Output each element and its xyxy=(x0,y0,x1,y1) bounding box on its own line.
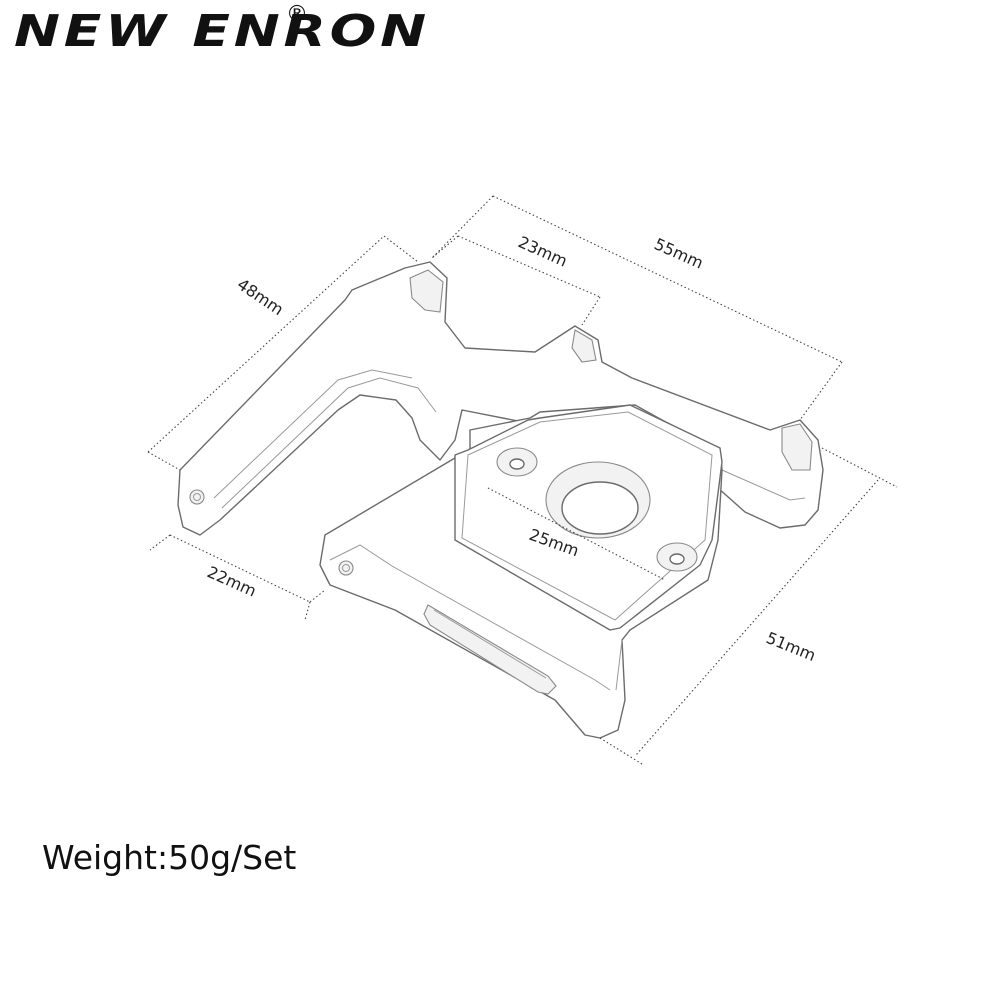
dim-line-22 xyxy=(169,534,311,603)
clamp-slot-inner xyxy=(433,609,547,679)
dim-line-51-ext-a xyxy=(821,447,898,488)
dim-line-25 xyxy=(487,487,666,581)
dim-line-48-ext-b xyxy=(383,235,419,263)
dim-line-22-ext-c xyxy=(304,601,311,621)
clamp-screw-hole-inner xyxy=(342,564,350,572)
rail-groove xyxy=(721,469,806,501)
dim-line-55 xyxy=(492,195,843,363)
mount-frame-back xyxy=(177,261,824,536)
arm-groove-lower xyxy=(213,369,413,499)
brand-logo: NEW ENRON xyxy=(14,6,426,66)
dim-line-55-ext-a xyxy=(431,195,494,259)
arm-end-screw-hole xyxy=(189,489,205,505)
dimension-lines xyxy=(147,195,898,765)
dim-label-51: 51mm xyxy=(764,628,819,665)
motor-mount-part xyxy=(177,261,824,739)
dim-line-23-ext-a xyxy=(431,235,459,259)
hex-plate-edge xyxy=(461,411,713,621)
clamp-edge-side xyxy=(615,639,623,691)
dim-line-23 xyxy=(457,235,601,298)
dim-label-23: 23mm xyxy=(515,232,570,270)
dim-line-22-ext-a xyxy=(149,534,171,551)
dim-line-51 xyxy=(635,479,879,756)
dim-line-48 xyxy=(147,235,385,453)
motor-bore-inner xyxy=(561,481,639,535)
clamp-slot xyxy=(423,604,557,695)
dim-line-55-ext-b xyxy=(799,361,843,421)
brand-name: NEW ENRON xyxy=(14,6,430,57)
right-notch xyxy=(571,329,597,363)
top-notch xyxy=(409,269,444,313)
clamp-edge-lower xyxy=(329,544,611,691)
arm-end-screw-hole-inner xyxy=(193,493,201,501)
dim-line-48-ext-a xyxy=(147,451,181,471)
screw-hole-left-inner xyxy=(509,458,525,470)
arm-groove xyxy=(221,377,437,509)
dim-label-22: 22mm xyxy=(204,562,259,600)
dim-line-22-ext-b xyxy=(309,589,326,603)
weight-spec: Weight:50g/Set xyxy=(42,838,297,877)
dim-label-55: 55mm xyxy=(651,234,706,272)
screw-hole-right-inner xyxy=(669,553,685,565)
registered-trademark-mark: ® xyxy=(286,2,308,27)
rear-notch xyxy=(781,423,813,471)
dim-label-48: 48mm xyxy=(234,275,287,320)
clamp-screw-hole xyxy=(338,560,354,576)
dim-line-51-ext-b xyxy=(599,737,643,765)
dim-line-23-ext-b xyxy=(581,296,601,326)
